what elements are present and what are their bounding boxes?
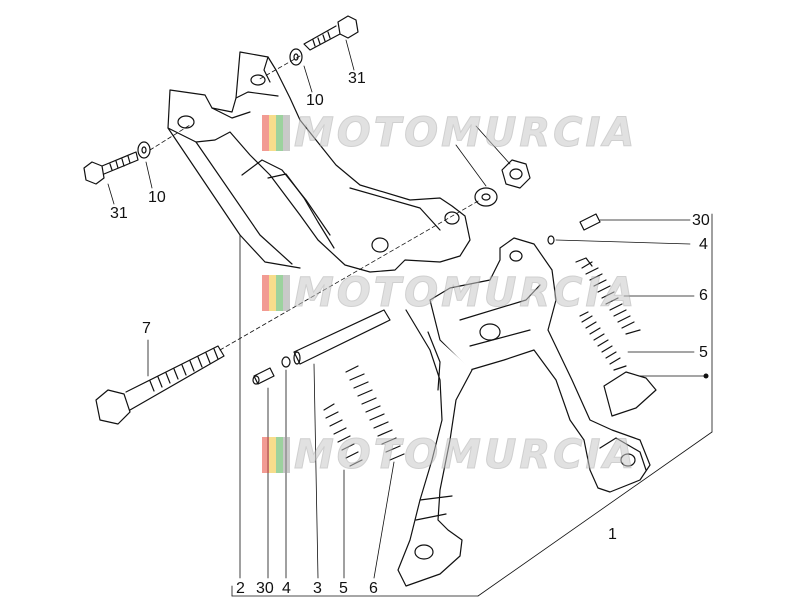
label-part-1: 1	[608, 526, 617, 543]
watermark-flag	[262, 115, 290, 151]
label-part-10-top: 10	[306, 92, 324, 109]
bolt-31-left	[83, 151, 139, 185]
rod-3	[293, 309, 391, 365]
flag-green	[276, 437, 283, 473]
label-part-4-right: 4	[699, 236, 708, 253]
label-part-10-left: 10	[148, 189, 166, 206]
bolt-31-top	[303, 15, 359, 51]
spring-5-left	[323, 403, 363, 467]
ring-4-right	[547, 235, 555, 245]
label-part-2-bottom: 2	[236, 580, 245, 597]
watermark-text: MOTOMURCIA	[293, 432, 638, 479]
label-part-5-bottom: 5	[339, 580, 348, 597]
washer-right	[474, 187, 498, 207]
flag-yellow	[269, 275, 276, 311]
leader-dot	[703, 373, 709, 379]
pin-30-right	[579, 213, 601, 231]
spring-5-right	[579, 311, 627, 371]
washer-10-left	[137, 141, 151, 159]
flag-grey	[283, 275, 290, 311]
pin-30-left	[252, 367, 275, 385]
flag-red	[262, 275, 269, 311]
flag-green	[276, 275, 283, 311]
mounting-bracket	[167, 51, 471, 273]
label-part-30-bottom: 30	[256, 580, 274, 597]
flag-red	[262, 115, 269, 151]
long-bolt-7	[95, 345, 225, 425]
spring-6-right	[575, 257, 641, 335]
label-part-4-bottom: 4	[282, 580, 291, 597]
assembly-axes	[149, 55, 481, 351]
label-part-6-right: 6	[699, 287, 708, 304]
spring-6-left	[345, 365, 405, 461]
label-part-3-bottom: 3	[313, 580, 322, 597]
label-part-6-bottom: 6	[369, 580, 378, 597]
flag-grey	[283, 115, 290, 151]
label-part-7: 7	[142, 320, 151, 337]
flag-green	[276, 115, 283, 151]
center-stand	[397, 237, 657, 587]
washer-10-top	[289, 48, 303, 66]
leader-lines	[107, 39, 713, 597]
label-part-31-left: 31	[110, 205, 128, 222]
watermark-flag	[262, 275, 290, 311]
watermark-1: MOTOMURCIA	[262, 110, 638, 157]
watermark-flag	[262, 437, 290, 473]
label-part-30-right: 30	[692, 212, 710, 229]
flag-yellow	[269, 115, 276, 151]
watermark-text: MOTOMURCIA	[293, 110, 638, 157]
flag-grey	[283, 437, 290, 473]
ring-4-left	[281, 356, 291, 368]
watermark-text: MOTOMURCIA	[293, 270, 638, 317]
flag-red	[262, 437, 269, 473]
label-part-5-right: 5	[699, 344, 708, 361]
nut-right	[501, 159, 531, 189]
flag-yellow	[269, 437, 276, 473]
watermark-3: MOTOMURCIA	[262, 432, 638, 479]
label-part-31-top: 31	[348, 70, 366, 87]
watermark-2: MOTOMURCIA	[262, 270, 638, 317]
